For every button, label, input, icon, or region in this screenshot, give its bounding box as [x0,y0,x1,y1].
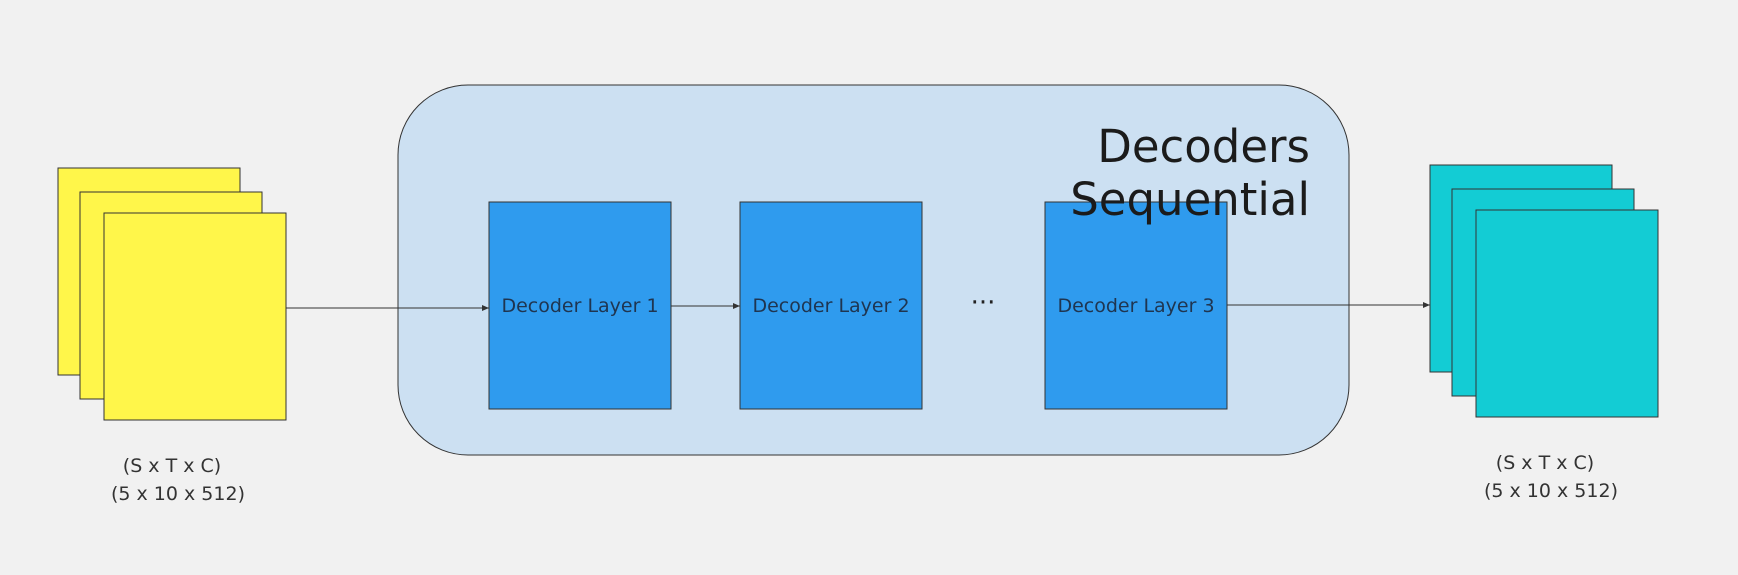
diagram-title: Decoders Sequential [1070,120,1310,226]
input-tensor-sheet-front [103,212,287,421]
decoder-layer-3-label: Decoder Layer 3 [1057,295,1215,317]
decoder-layer-2-box [739,201,923,410]
decoder-layer-1-box [488,201,672,410]
decoder-layer-1-label: Decoder Layer 1 [501,295,659,317]
input-tensor-stack [57,167,287,421]
input-dims-label: (5 x 10 x 512) [110,483,245,505]
ellipsis: ··· [970,288,996,318]
decoder-layer-3-box [1044,201,1228,410]
output-shape-label: (S x T x C) [1495,452,1595,474]
output-tensor-stack [1429,164,1659,418]
decoder-layer-2-label: Decoder Layer 2 [752,295,910,317]
input-shape-label: (S x T x C) [122,455,222,477]
output-tensor-sheet-front [1475,209,1659,418]
output-dims-label: (5 x 10 x 512) [1483,480,1618,502]
